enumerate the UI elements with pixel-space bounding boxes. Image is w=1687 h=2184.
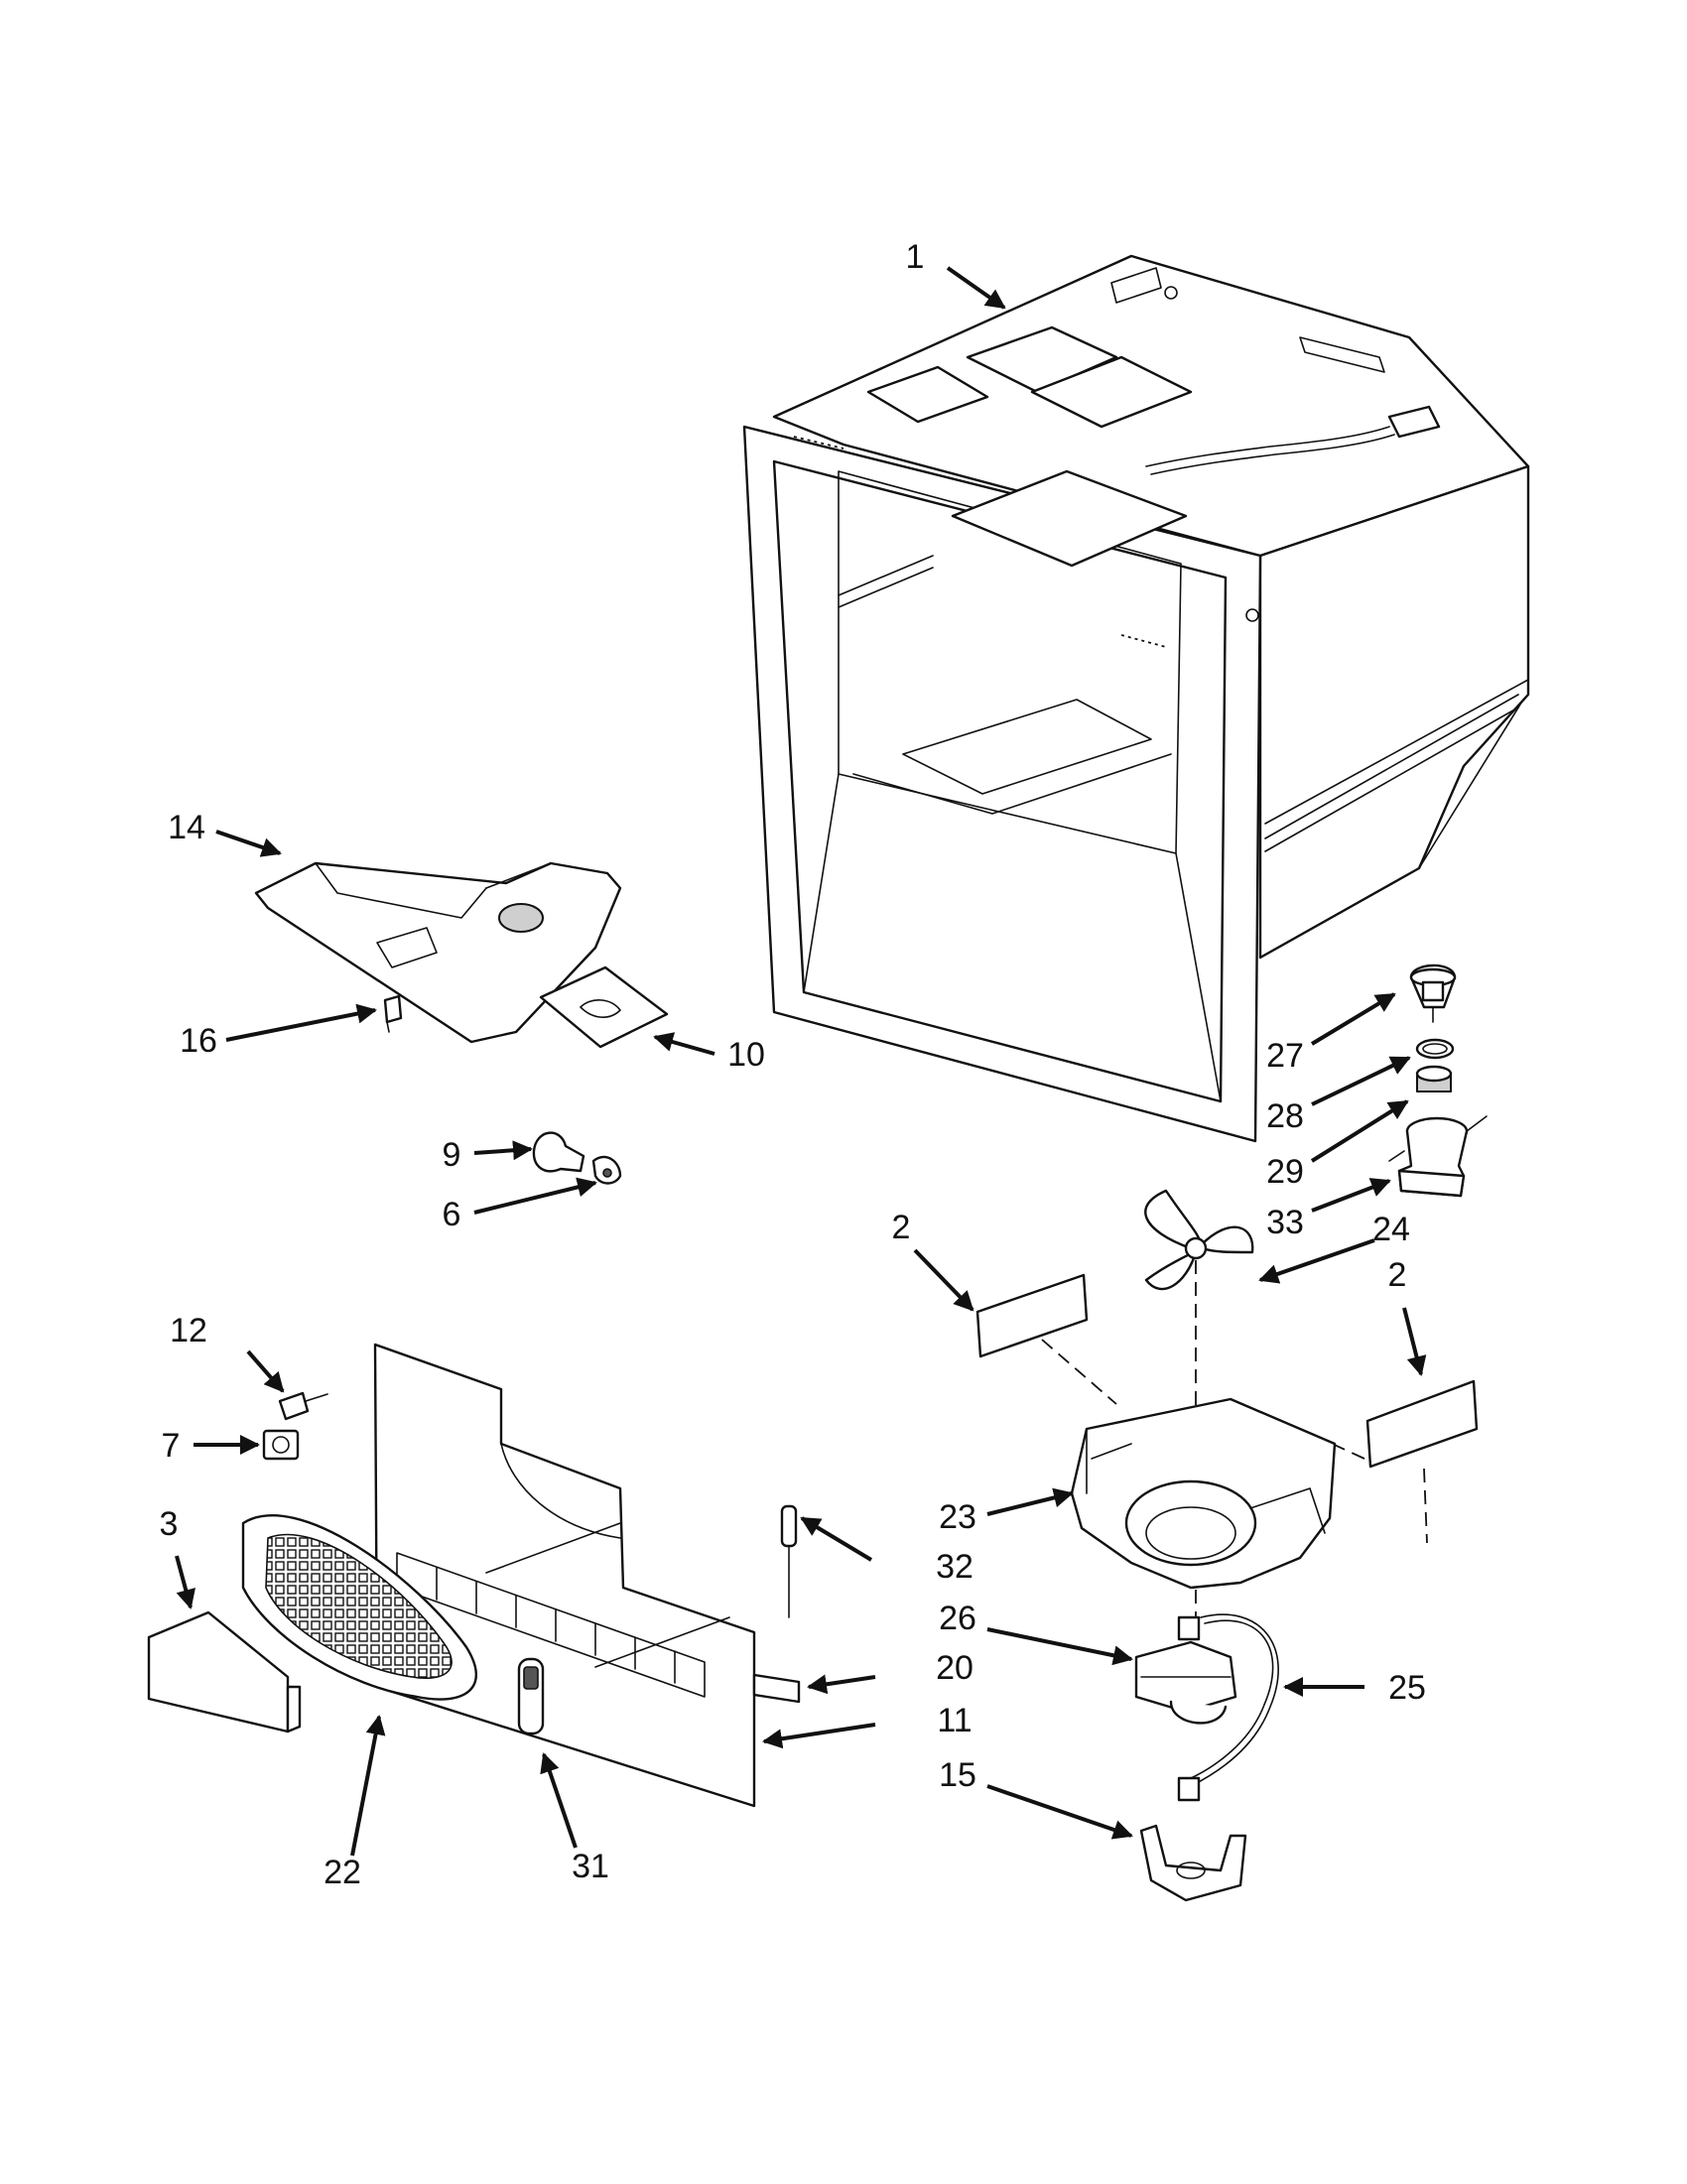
auger-coupler-part [1409, 964, 1457, 1023]
motor-wire-harness-part [1177, 1613, 1279, 1802]
callout-7: 7 [162, 1427, 181, 1465]
callout-labels: 1 14 16 10 9 6 27 28 29 33 2 24 2 12 7 3… [160, 238, 1426, 1891]
callout-12: 12 [170, 1312, 207, 1349]
callout-31: 31 [572, 1848, 609, 1885]
air-tower-cover-part [147, 1610, 302, 1734]
callout-2-right: 2 [1388, 1256, 1407, 1294]
callout-16: 16 [180, 1022, 217, 1060]
o-ring-part [1415, 1038, 1455, 1060]
callout-23: 23 [939, 1498, 976, 1536]
callout-11: 11 [937, 1702, 972, 1739]
callout-1: 1 [906, 238, 925, 276]
air-duct-cover-part [254, 861, 622, 1044]
callout-25: 25 [1388, 1669, 1426, 1707]
callout-2-left: 2 [892, 1209, 911, 1246]
callout-9: 9 [443, 1136, 461, 1174]
vent-grille-part [241, 1514, 477, 1701]
fan-blade-part [1144, 1189, 1254, 1291]
callout-6: 6 [443, 1196, 461, 1233]
callout-15: 15 [939, 1756, 976, 1794]
thermistor-probe-part [780, 1504, 798, 1618]
light-socket-part [591, 1155, 622, 1185]
fan-shroud-part [1070, 1397, 1337, 1590]
callout-14: 14 [168, 809, 205, 846]
light-switch-part [262, 1429, 300, 1461]
outlet-housing-part [1388, 1115, 1488, 1198]
clip-part [383, 994, 403, 1033]
thermistor-part [517, 1657, 545, 1735]
insulation-pad-part [539, 965, 669, 1049]
foam-strip-part [752, 1673, 801, 1704]
callout-28: 28 [1266, 1097, 1304, 1135]
callout-26: 26 [939, 1600, 976, 1637]
callout-24: 24 [1372, 1211, 1410, 1248]
callout-33: 33 [1266, 1204, 1304, 1241]
callout-3: 3 [160, 1505, 179, 1543]
spacer-part [1415, 1065, 1453, 1092]
light-bulb-part [532, 1131, 585, 1173]
callout-20: 20 [936, 1649, 973, 1687]
screw-part [278, 1391, 328, 1421]
evaporator-cover-panel-part [373, 1343, 756, 1808]
callout-10: 10 [727, 1036, 765, 1074]
callout-22: 22 [324, 1854, 361, 1891]
fan-motor-part [1134, 1615, 1237, 1725]
foam-pad-left-part [975, 1273, 1089, 1358]
callout-32: 32 [936, 1548, 973, 1586]
freezer-liner-part [742, 254, 1530, 1143]
foam-pad-right-part [1365, 1379, 1479, 1469]
callout-leader-lines [175, 266, 1427, 1857]
callout-27: 27 [1266, 1037, 1304, 1075]
motor-bracket-part [1139, 1824, 1247, 1902]
callout-29: 29 [1266, 1153, 1304, 1191]
